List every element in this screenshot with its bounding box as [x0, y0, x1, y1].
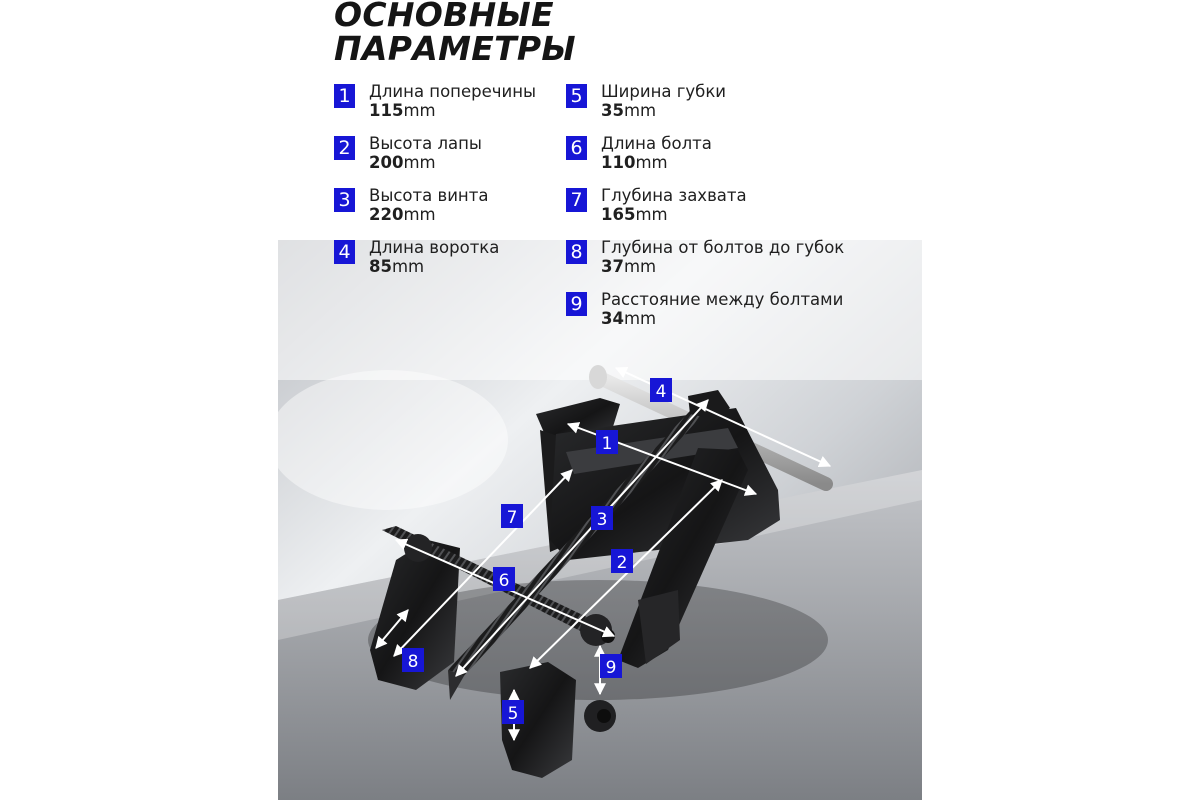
svg-text:4: 4 [656, 382, 667, 402]
badge-5: 5 [566, 84, 587, 108]
param-value: 115 [369, 101, 404, 120]
param-label: Длина болта [601, 134, 712, 153]
param-value: 220 [369, 205, 404, 224]
param-4: 4 Длина воротка 85mm [334, 238, 499, 276]
badge-7: 7 [566, 188, 587, 212]
param-9: 9 Расстояние между болтами 34mm [566, 290, 843, 328]
param-unit: mm [635, 205, 668, 224]
spec-infographic: ОСНОВНЫЕ ПАРАМЕТРЫ [278, 0, 922, 800]
param-value: 35 [601, 101, 624, 120]
page-title: ОСНОВНЫЕ ПАРАМЕТРЫ [334, 0, 576, 66]
marker-1: 1 [596, 430, 618, 454]
param-unit: mm [623, 257, 657, 276]
marker-8: 8 [402, 648, 424, 672]
marker-9: 9 [600, 654, 622, 678]
param-label: Высота винта [369, 186, 489, 205]
param-unit: mm [403, 153, 436, 172]
param-5: 5 Ширина губки 35mm [566, 82, 726, 120]
badge-4: 4 [334, 240, 355, 264]
badge-2: 2 [334, 136, 355, 160]
svg-text:7: 7 [507, 508, 518, 528]
svg-text:1: 1 [602, 434, 613, 454]
param-unit: mm [635, 153, 668, 172]
svg-text:9: 9 [606, 658, 617, 678]
param-6: 6 Длина болта 110mm [566, 134, 712, 172]
param-value: 34 [601, 309, 624, 328]
marker-2: 2 [611, 549, 633, 573]
title-line-2: ПАРАМЕТРЫ [334, 29, 576, 68]
param-label: Расстояние между болтами [601, 290, 844, 309]
param-value: 37 [601, 257, 624, 276]
param-value: 165 [601, 205, 636, 224]
param-unit: mm [403, 101, 436, 120]
badge-9: 9 [566, 292, 587, 316]
marker-7: 7 [501, 504, 523, 528]
svg-text:3: 3 [597, 510, 608, 530]
param-8: 8 Глубина от болтов до губок 37mm [566, 238, 844, 276]
param-3: 3 Высота винта 220mm [334, 186, 488, 224]
marker-4: 4 [650, 378, 672, 402]
param-2: 2 Высота лапы 200mm [334, 134, 482, 172]
title-line-1: ОСНОВНЫЕ [334, 0, 554, 34]
badge-6: 6 [566, 136, 587, 160]
param-unit: mm [623, 101, 657, 120]
param-value: 85 [369, 257, 392, 276]
param-value: 200 [369, 153, 404, 172]
param-label: Длина воротка [369, 238, 500, 257]
param-unit: mm [403, 205, 436, 224]
badge-3: 3 [334, 188, 355, 212]
param-value: 110 [601, 153, 636, 172]
svg-text:5: 5 [508, 704, 519, 724]
param-label: Глубина от болтов до губок [601, 238, 845, 257]
param-1: 1 Длина поперечины 115mm [334, 82, 536, 120]
svg-text:8: 8 [408, 652, 419, 672]
param-unit: mm [623, 309, 657, 328]
param-unit: mm [391, 257, 425, 276]
marker-3: 3 [591, 506, 613, 530]
marker-5: 5 [502, 700, 524, 724]
param-label: Ширина губки [601, 82, 727, 101]
marker-6: 6 [493, 567, 515, 591]
param-label: Высота лапы [369, 134, 482, 153]
param-label: Глубина захвата [601, 186, 747, 205]
badge-8: 8 [566, 240, 587, 264]
svg-text:6: 6 [499, 571, 510, 591]
badge-1: 1 [334, 84, 355, 108]
param-7: 7 Глубина захвата 165mm [566, 186, 747, 224]
param-label: Длина поперечины [369, 82, 537, 101]
svg-text:2: 2 [617, 553, 628, 573]
puller-photo: 1 2 3 4 5 6 7 8 9 [278, 240, 922, 800]
